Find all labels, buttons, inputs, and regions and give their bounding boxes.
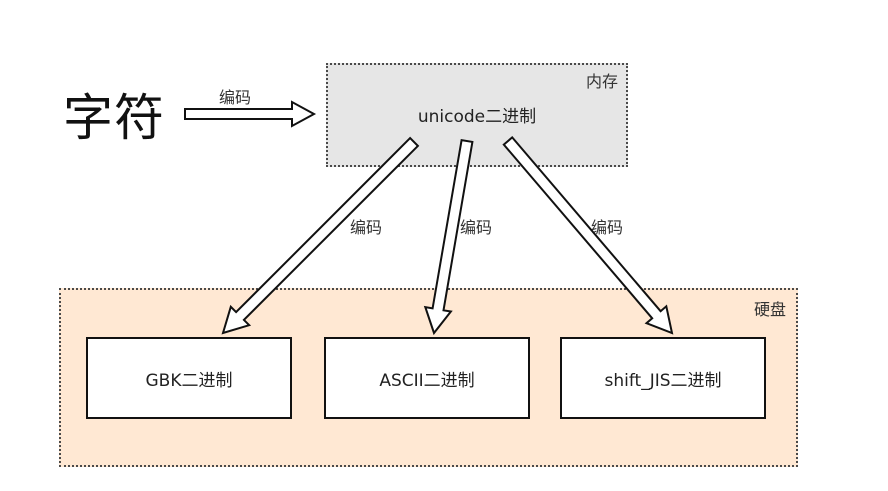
disk-label: 硬盘 bbox=[753, 300, 786, 319]
shift-jis-binary-box: shift_JIS二进制 bbox=[560, 337, 766, 419]
memory-label: 内存 bbox=[585, 72, 618, 91]
arrow-character-to-memory bbox=[184, 100, 317, 128]
unicode-binary-label: unicode二进制 bbox=[417, 107, 537, 127]
character-label: 字符 bbox=[63, 89, 165, 147]
gbk-binary-box: GBK二进制 bbox=[86, 337, 292, 419]
arrow-group bbox=[184, 100, 674, 336]
shift-jis-binary-label: shift_JIS二进制 bbox=[604, 370, 722, 391]
encode-label-right: 编码 bbox=[591, 218, 624, 237]
gbk-binary-label: GBK二进制 bbox=[145, 370, 233, 391]
memory-region: 内存 unicode二进制 bbox=[326, 63, 628, 167]
ascii-binary-label: ASCII二进制 bbox=[379, 370, 475, 391]
encode-label-middle: 编码 bbox=[460, 218, 493, 237]
arrow-memory-to-gbk bbox=[221, 136, 420, 335]
arrow-memory-to-ascii bbox=[423, 138, 474, 336]
arrow-memory-to-shift-jis bbox=[502, 135, 674, 335]
encode-label-left: 编码 bbox=[350, 218, 383, 237]
encode-label-top: 编码 bbox=[219, 88, 252, 107]
ascii-binary-box: ASCII二进制 bbox=[324, 337, 530, 419]
